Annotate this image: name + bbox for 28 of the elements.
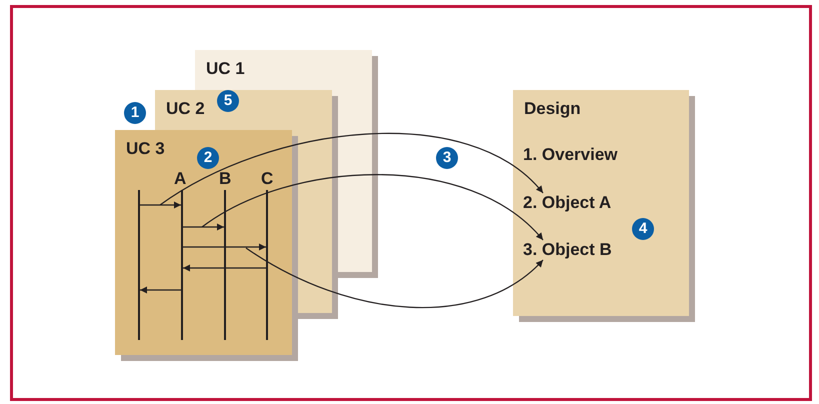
callout-number: 3: [436, 147, 458, 169]
message-arrow: [140, 202, 181, 208]
lifeline-label: A: [174, 170, 186, 188]
message-arrow: [183, 224, 224, 230]
document-page: [155, 90, 332, 130]
lifeline: [224, 190, 226, 340]
lifeline: [138, 190, 140, 340]
page-title: UC 1: [206, 58, 245, 80]
page-title: UC 3: [126, 138, 165, 160]
message-arrow: [183, 244, 266, 250]
lifeline: [181, 190, 183, 340]
list-item: 2. Object A: [523, 193, 643, 213]
curved-arrow: [202, 174, 544, 240]
document-page: [115, 130, 292, 355]
curved-arrow: [160, 133, 544, 206]
lifeline-label: B: [219, 170, 232, 188]
page-title: Design: [524, 98, 581, 120]
callout-number: 1: [124, 102, 146, 124]
message-arrow: [183, 264, 266, 272]
document-page: [195, 50, 372, 90]
list-item: 3. Object B: [523, 240, 643, 260]
document-page: [513, 90, 689, 316]
page-title: UC 2: [166, 98, 205, 120]
curved-arrow: [246, 248, 544, 308]
lifeline-label: C: [261, 170, 274, 188]
message-arrow: [140, 286, 181, 294]
list-item: 1. Overview: [523, 145, 643, 165]
lifeline: [266, 190, 268, 340]
